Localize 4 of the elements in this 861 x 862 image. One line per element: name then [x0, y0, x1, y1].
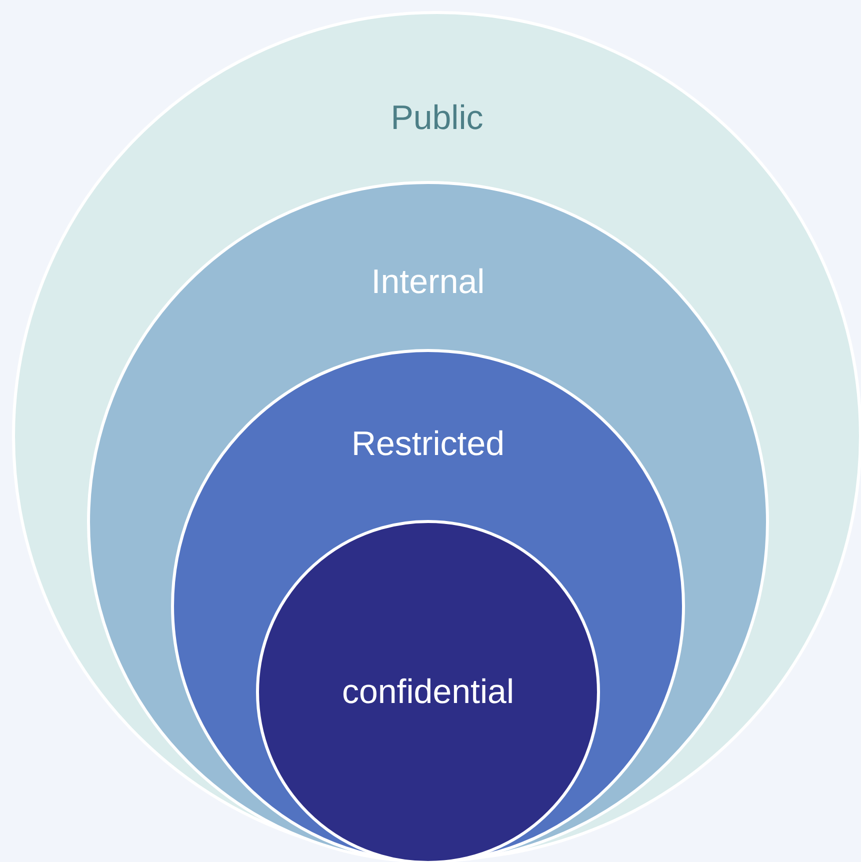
circle-label: Restricted [350, 424, 506, 464]
circle-label: confidential [340, 672, 515, 712]
circle-label: Public [390, 98, 484, 138]
circle-label: Internal [370, 262, 486, 302]
